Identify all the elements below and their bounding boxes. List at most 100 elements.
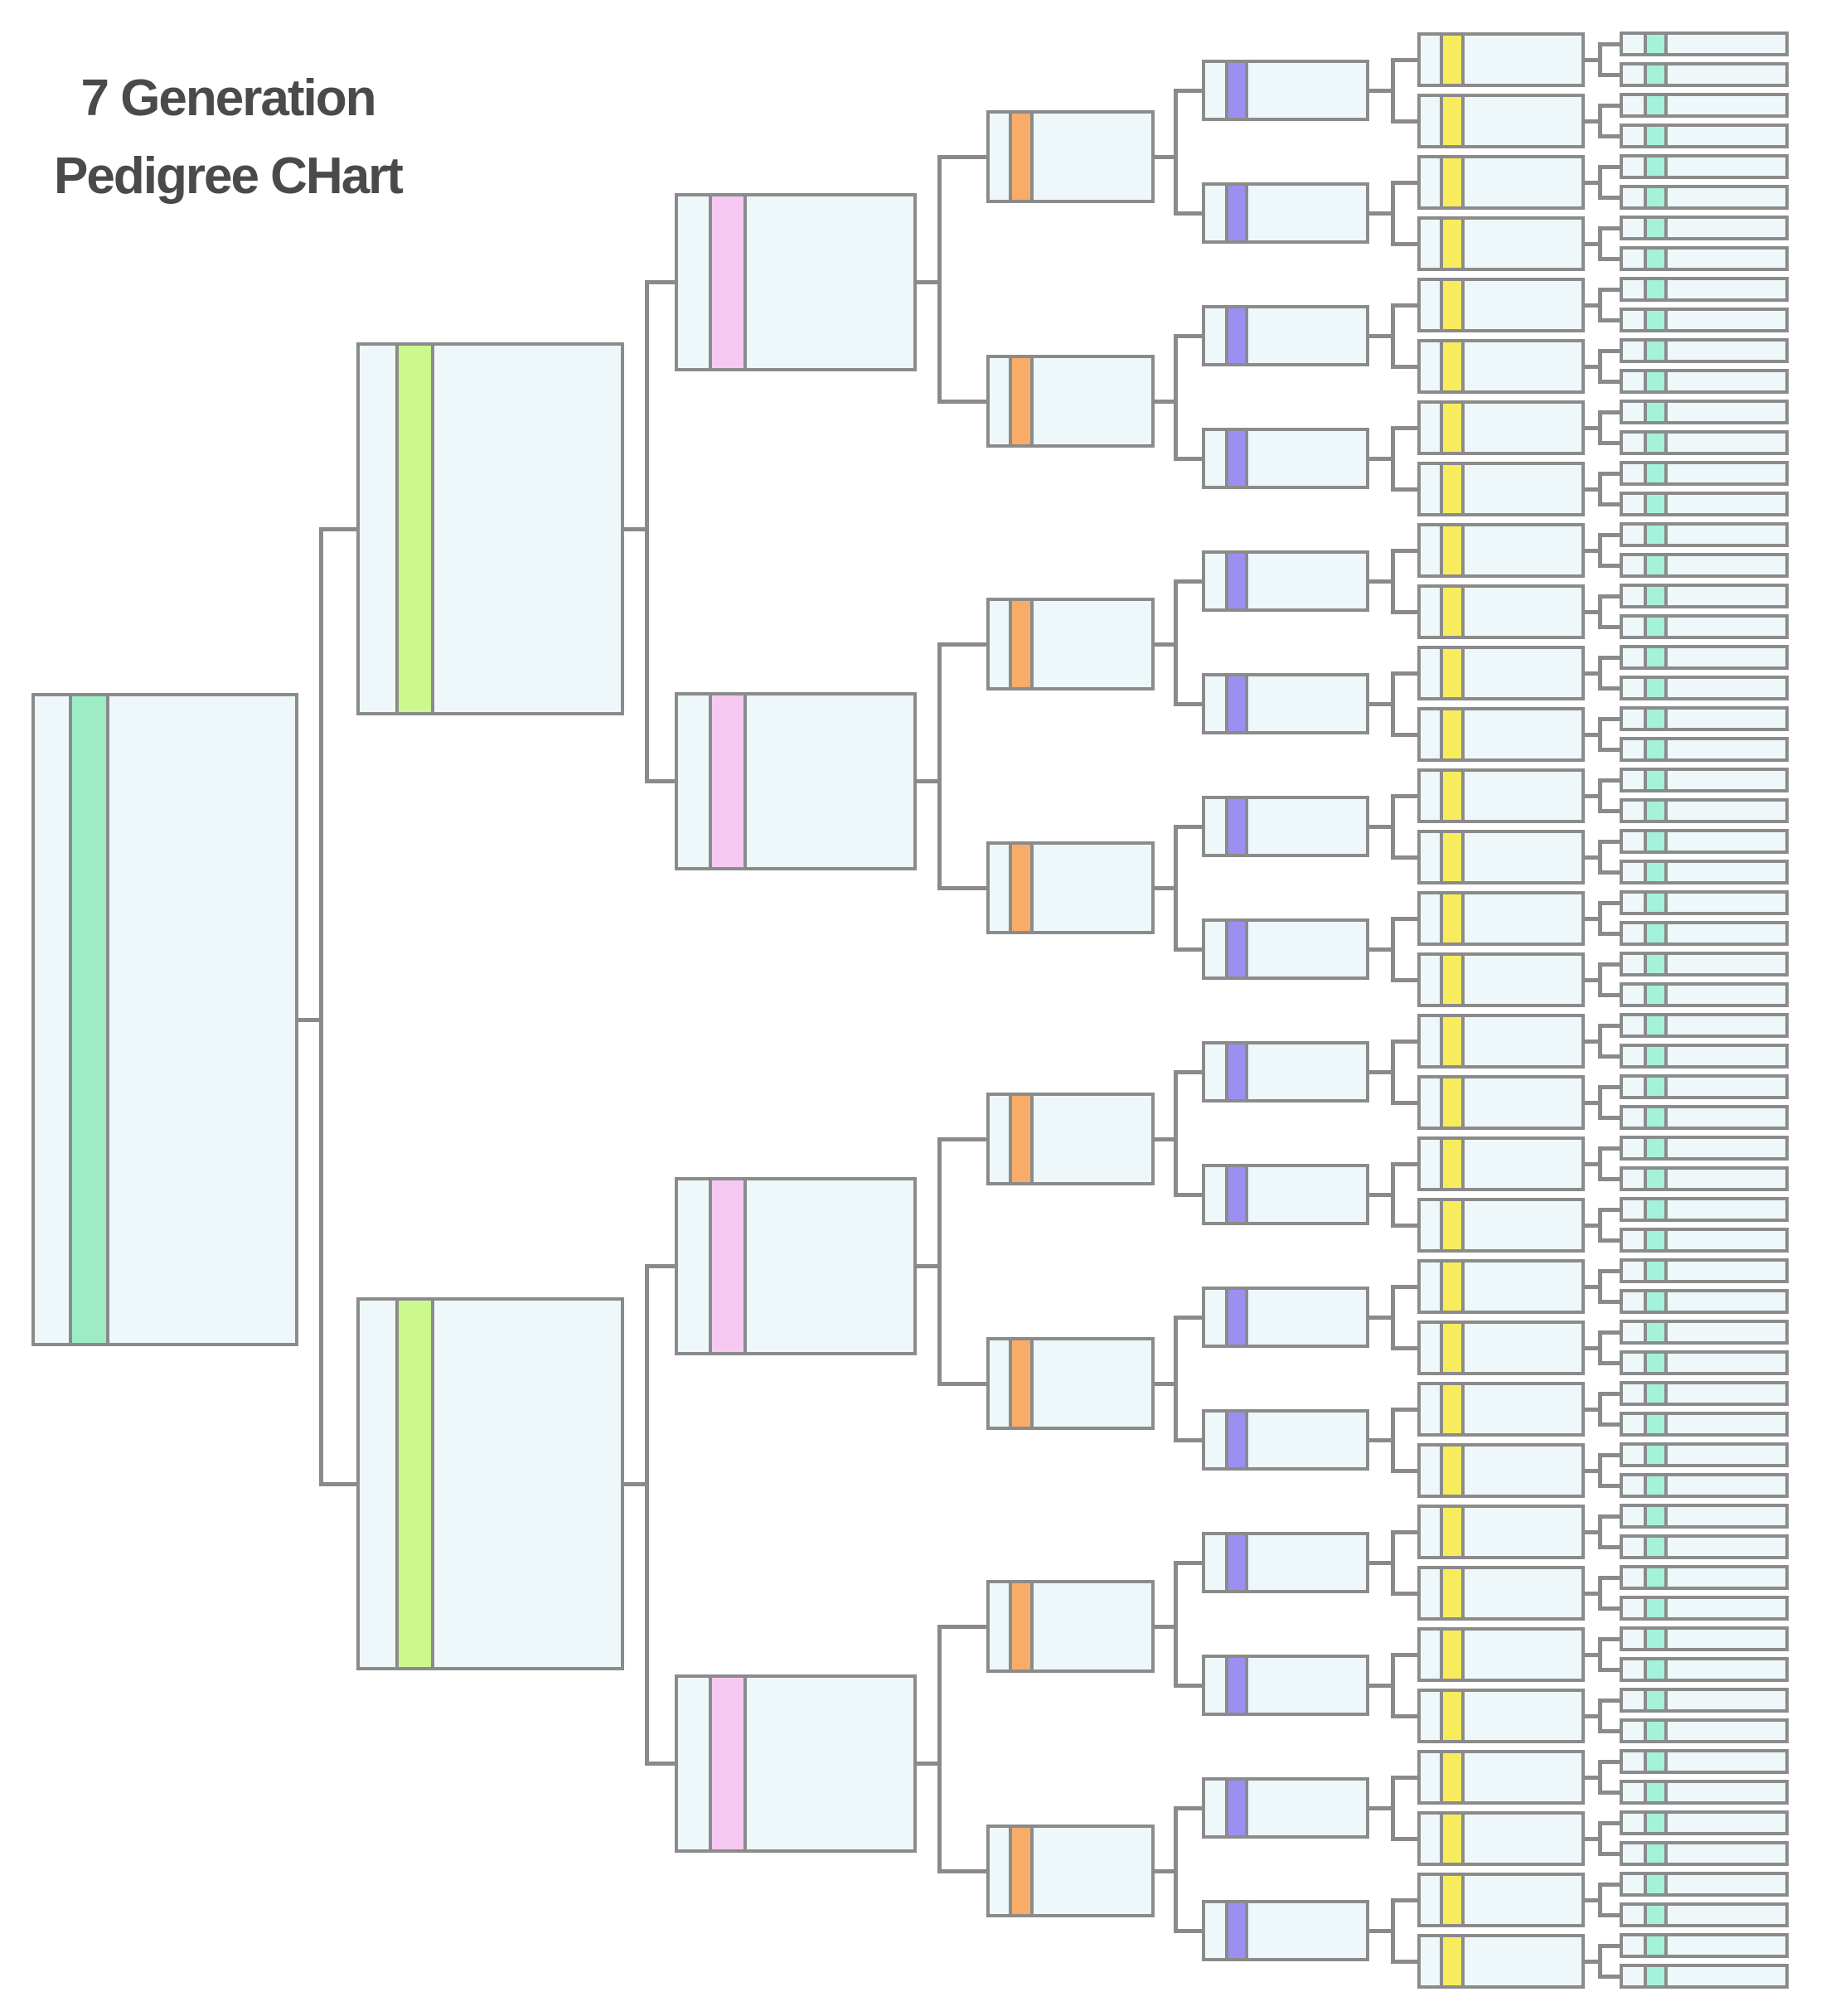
connector-generation-3-generation-4-2-child-stub-top	[937, 642, 986, 647]
connector-generation-6-generation-7-7-child-stub-top	[1597, 410, 1620, 414]
pedigree-box-generation-3-3	[675, 1177, 917, 1355]
chart-title: 7 Generation Pedigree CHart	[46, 60, 410, 216]
connector-generation-5-generation-6-3-bracket-line	[1390, 303, 1395, 369]
name-cell	[1205, 1167, 1228, 1222]
pedigree-box-generation-7-11	[1620, 338, 1789, 363]
name-cell	[1623, 1384, 1647, 1403]
generation-7-stripe	[1647, 1170, 1668, 1188]
connector-generation-5-generation-6-5-parent-stub	[1369, 579, 1395, 584]
connector-generation-5-generation-6-1-child-stub-top	[1390, 57, 1417, 62]
name-cell	[1623, 434, 1647, 452]
connector-generation-3-generation-4-4-bracket-line	[937, 1624, 942, 1873]
pedigree-box-generation-7-16	[1620, 492, 1789, 516]
pedigree-box-generation-7-62	[1620, 1902, 1789, 1927]
generation-7-stripe	[1647, 1906, 1668, 1924]
generation-7-stripe	[1647, 403, 1668, 421]
connector-generation-4-generation-5-4-child-stub-bottom	[1173, 947, 1202, 952]
connector-generation-6-generation-7-32-parent-stub	[1585, 1959, 1602, 1964]
connector-generation-4-generation-5-1-parent-stub	[1155, 154, 1178, 159]
generation-3-stripe	[712, 196, 747, 368]
generation-5-stripe	[1228, 676, 1248, 731]
generation-6-stripe	[1443, 220, 1465, 268]
connector-generation-6-generation-7-3-bracket-line	[1597, 164, 1602, 200]
pedigree-box-generation-4-7	[986, 1580, 1155, 1673]
connector-generation-6-generation-7-18-child-stub-bottom	[1597, 1115, 1620, 1120]
name-cell	[1623, 679, 1647, 697]
connector-generation-6-generation-7-30-parent-stub	[1585, 1836, 1602, 1841]
connector-generation-5-generation-6-12-child-stub-bottom	[1390, 1468, 1417, 1473]
connector-generation-5-generation-6-7-parent-stub	[1369, 824, 1395, 829]
name-cell	[1623, 219, 1647, 237]
name-cell	[1205, 1290, 1228, 1345]
pedigree-box-generation-7-47	[1620, 1442, 1789, 1467]
connector-generation-5-generation-6-3-child-stub-top	[1390, 303, 1417, 308]
generation-4-stripe	[1012, 358, 1034, 444]
generation-6-stripe	[1443, 1815, 1465, 1863]
pedigree-box-generation-4-2	[986, 355, 1155, 448]
name-cell	[1623, 526, 1647, 544]
connector-generation-6-generation-7-17-bracket-line	[1597, 1023, 1602, 1059]
pedigree-box-generation-7-49	[1620, 1504, 1789, 1529]
name-cell	[1623, 710, 1647, 728]
pedigree-box-generation-7-54	[1620, 1657, 1789, 1682]
connector-generation-3-generation-4-4-child-stub-top	[937, 1624, 986, 1629]
generation-5-stripe	[1228, 554, 1248, 608]
connector-generation-6-generation-7-24-child-stub-top	[1597, 1452, 1620, 1457]
name-cell	[1421, 1692, 1443, 1740]
generation-6-stripe	[1443, 1508, 1465, 1556]
pedigree-box-generation-7-12	[1620, 369, 1789, 394]
pedigree-box-generation-7-46	[1620, 1412, 1789, 1437]
name-cell	[1623, 1844, 1647, 1863]
connector-generation-6-generation-7-1-parent-stub	[1585, 57, 1602, 62]
connector-generation-5-generation-6-16-bracket-line	[1390, 1897, 1395, 1964]
name-cell	[1623, 127, 1647, 145]
generation-6-stripe	[1443, 1078, 1465, 1127]
pedigree-box-generation-5-11	[1202, 1287, 1369, 1348]
name-cell	[1623, 1691, 1647, 1709]
generation-5-stripe	[1228, 431, 1248, 486]
generation-6-stripe	[1443, 158, 1465, 206]
connector-generation-6-generation-7-6-parent-stub	[1585, 364, 1602, 369]
connector-generation-4-generation-5-1-child-stub-top	[1173, 88, 1202, 93]
name-cell	[1421, 588, 1443, 636]
pedigree-box-generation-7-14	[1620, 430, 1789, 455]
connector-generation-5-generation-6-4-bracket-line	[1390, 425, 1395, 492]
pedigree-box-generation-7-35	[1620, 1074, 1789, 1099]
name-cell	[1623, 1354, 1647, 1372]
connector-generation-6-generation-7-12-parent-stub	[1585, 732, 1602, 737]
connector-generation-4-generation-5-2-parent-stub	[1155, 399, 1178, 404]
pedigree-box-generation-7-22	[1620, 676, 1789, 700]
pedigree-box-generation-6-32	[1417, 1934, 1585, 1989]
generation-6-stripe	[1443, 404, 1465, 452]
generation-6-stripe	[1443, 1569, 1465, 1617]
connector-generation-5-generation-6-7-child-stub-bottom	[1390, 855, 1417, 860]
connector-generation-6-generation-7-8-parent-stub	[1585, 487, 1602, 492]
generation-6-stripe	[1443, 1876, 1465, 1924]
name-cell	[990, 845, 1012, 931]
connector-generation-6-generation-7-5-child-stub-bottom	[1597, 317, 1620, 322]
connector-generation-6-generation-7-29-parent-stub	[1585, 1775, 1602, 1780]
generation-6-stripe	[1443, 1631, 1465, 1679]
connector-generation-5-generation-6-10-bracket-line	[1390, 1161, 1395, 1228]
connector-generation-4-generation-5-5-child-stub-bottom	[1173, 1192, 1202, 1197]
name-cell	[990, 1096, 1012, 1182]
connector-generation-4-generation-5-8-parent-stub	[1155, 1868, 1178, 1873]
pedigree-box-generation-6-14	[1417, 830, 1585, 884]
name-cell	[990, 358, 1012, 444]
generation-7-stripe	[1647, 250, 1668, 268]
connector-generation-2-generation-3-2-child-stub-bottom	[644, 1762, 675, 1766]
connector-generation-5-generation-6-2-child-stub-top	[1390, 180, 1417, 185]
name-cell	[1623, 1415, 1647, 1433]
connector-generation-6-generation-7-19-parent-stub	[1585, 1161, 1602, 1166]
generation-7-stripe	[1647, 1262, 1668, 1280]
connector-generation-3-generation-4-3-parent-stub	[917, 1264, 942, 1268]
name-cell	[1623, 1016, 1647, 1035]
name-cell	[1623, 35, 1647, 53]
pedigree-box-generation-7-58	[1620, 1780, 1789, 1805]
pedigree-box-generation-6-24	[1417, 1443, 1585, 1498]
connector-generation-6-generation-7-31-child-stub-top	[1597, 1882, 1620, 1887]
generation-1-stripe	[72, 696, 109, 1343]
name-cell	[1623, 1660, 1647, 1679]
pedigree-box-generation-6-15	[1417, 891, 1585, 946]
pedigree-box-generation-7-15	[1620, 461, 1789, 486]
